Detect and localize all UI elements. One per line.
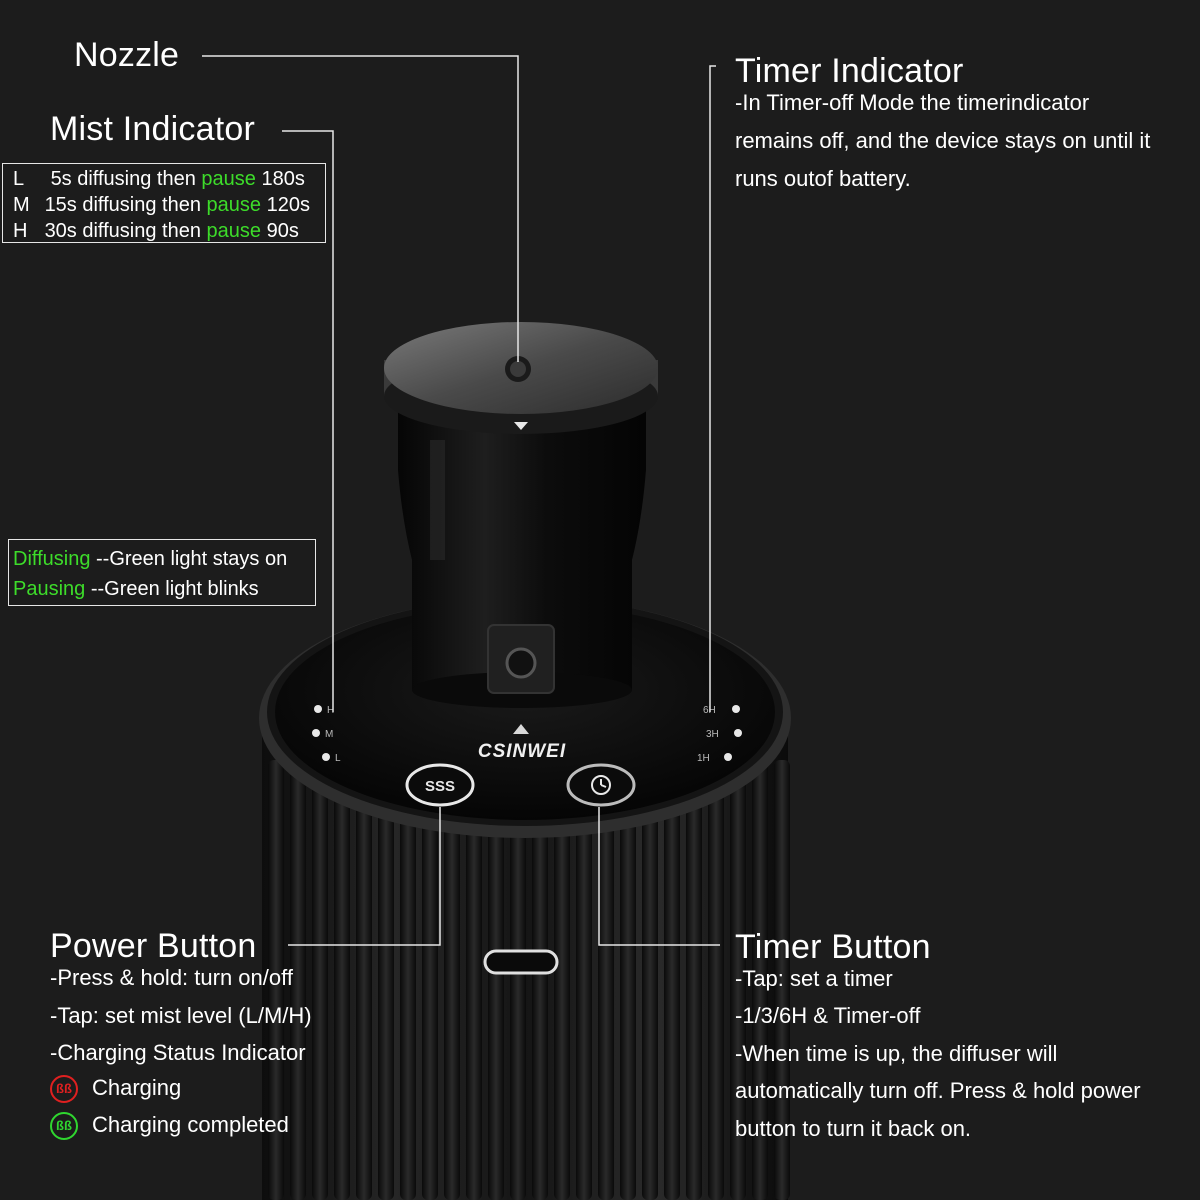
mist-row-m: M 15s diffusing then pause 120s [13, 192, 325, 218]
legend-charging: ßß Charging [50, 1075, 182, 1104]
base-rib [510, 760, 526, 1200]
timer-indicator-line: runs outof battery. [735, 166, 911, 191]
mist-level-table: L 5s diffusing then pause 180s M 15s dif… [2, 163, 326, 243]
mist-row-suffix: 180s [261, 168, 305, 190]
svg-text:1H: 1H [697, 753, 710, 764]
legend-label: Charging [92, 1075, 182, 1100]
mist-row-h: H 30s diffusing then pause 90s [13, 218, 325, 244]
base-rib [620, 760, 636, 1200]
base-rib [466, 760, 482, 1200]
mist-row-pause: pause [206, 194, 262, 216]
mist-row-level: M [13, 194, 30, 216]
charging-red-icon: ßß [50, 1075, 78, 1104]
status-row-diffusing: Diffusing --Green light stays on [13, 544, 315, 574]
status-desc: --Green light stays on [96, 548, 288, 570]
timer-indicator-heading: Timer Indicator [735, 52, 964, 90]
mist-row-l: L 5s diffusing then pause 180s [13, 166, 325, 192]
timer-indicator-line: -In Timer-off Mode the timerindicator [735, 90, 1090, 115]
base-rib [752, 760, 768, 1200]
base-rib [554, 760, 570, 1200]
mist-row-prefix: 5s diffusing then [50, 168, 196, 190]
base-rib [268, 760, 284, 1200]
base-rib [532, 760, 548, 1200]
usb-c-port-icon [483, 949, 559, 975]
status-desc: --Green light blinks [90, 578, 259, 600]
base-rib [290, 760, 306, 1200]
power-button-line: -Tap: set mist level (L/M/H) [50, 1003, 312, 1028]
timer-button-line: button to turn it back on. [735, 1116, 972, 1141]
mist-row-prefix: 15s diffusing then [44, 194, 201, 216]
timer-button-line: -Tap: set a timer [735, 966, 893, 991]
mist-indicator-heading: Mist Indicator [50, 110, 255, 148]
base-rib [598, 760, 614, 1200]
base-rib [378, 760, 394, 1200]
timer-indicator-line: remains off, and the device stays on unt… [735, 128, 1151, 153]
base-rib [686, 760, 702, 1200]
mist-row-suffix: 120s [266, 194, 310, 216]
mist-row-pause: pause [201, 168, 256, 190]
callout-lines [202, 55, 720, 946]
base-rib [312, 760, 328, 1200]
base-rib [708, 760, 724, 1200]
power-button-line: -Press & hold: turn on/off [50, 965, 293, 990]
base-rib [576, 760, 592, 1200]
base-rib [356, 760, 372, 1200]
timer-button-line: automatically turn off. Press & hold pow… [735, 1078, 1141, 1103]
mist-status-box: Diffusing --Green light stays on Pausing… [8, 539, 316, 606]
mist-row-suffix: 90s [266, 220, 299, 242]
nozzle-cap [384, 322, 658, 434]
status-state: Diffusing [13, 548, 91, 570]
base-rib [422, 760, 438, 1200]
base-rib [444, 760, 460, 1200]
base-rib [334, 760, 350, 1200]
legend-charging-completed: ßß Charging completed [50, 1112, 289, 1141]
svg-text:3H: 3H [706, 729, 719, 740]
nozzle-heading: Nozzle [74, 36, 180, 74]
timer-button-line: -1/3/6H & Timer-off [735, 1003, 921, 1028]
status-state: Pausing [13, 578, 86, 600]
svg-text:L: L [335, 753, 341, 764]
svg-text:M: M [325, 729, 333, 740]
base-rib [400, 760, 416, 1200]
base-rib [730, 760, 746, 1200]
mist-level-leds: H M L [312, 705, 341, 764]
timer-button[interactable] [566, 763, 636, 807]
base-rib [642, 760, 658, 1200]
svg-text:H: H [327, 705, 334, 716]
water-tank [398, 388, 646, 734]
mist-row-level: L [13, 168, 25, 190]
power-button[interactable]: SSS [405, 763, 475, 807]
brand-logo: CSINWEI [478, 741, 566, 762]
timer-button-line: -When time is up, the diffuser will [735, 1041, 1058, 1066]
legend-label: Charging completed [92, 1112, 289, 1137]
mist-row-pause: pause [206, 220, 262, 242]
base-rib [774, 760, 790, 1200]
power-button-line: -Charging Status Indicator [50, 1040, 306, 1065]
charging-green-icon: ßß [50, 1112, 78, 1141]
mist-waves-icon: SSS [425, 778, 455, 795]
timer-button-heading: Timer Button [735, 928, 931, 966]
mist-row-level: H [13, 220, 28, 242]
power-button-heading: Power Button [50, 927, 257, 965]
status-row-pausing: Pausing --Green light blinks [13, 574, 315, 604]
base-rib [488, 760, 504, 1200]
clock-icon [591, 775, 611, 795]
ribbed-base [259, 598, 791, 1200]
base-rib [664, 760, 680, 1200]
mist-row-prefix: 30s diffusing then [44, 220, 201, 242]
